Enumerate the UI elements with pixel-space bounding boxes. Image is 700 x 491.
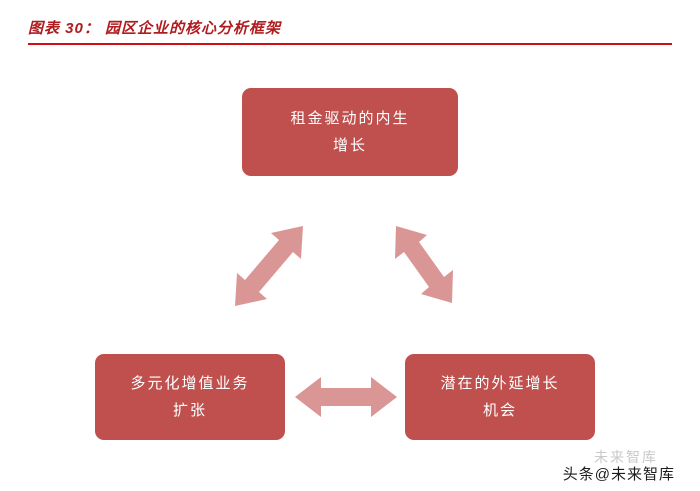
title-underline [28, 43, 672, 45]
double-arrow-top-left-icon [235, 226, 303, 306]
watermark-faint: 未来智库 [594, 449, 658, 465]
node-external-growth: 潜在的外延增长 机会 [405, 354, 595, 440]
watermark-byline: 头条@未来智库 [562, 466, 675, 483]
node-diversified-services: 多元化增值业务 扩张 [95, 354, 285, 440]
double-arrow-left-right-icon [295, 377, 397, 417]
figure-title: 图表 30： 园区企业的核心分析框架 [28, 20, 282, 37]
node-rental-growth: 租金驱动的内生 增长 [242, 88, 458, 176]
double-arrow-top-right-icon [395, 226, 453, 303]
